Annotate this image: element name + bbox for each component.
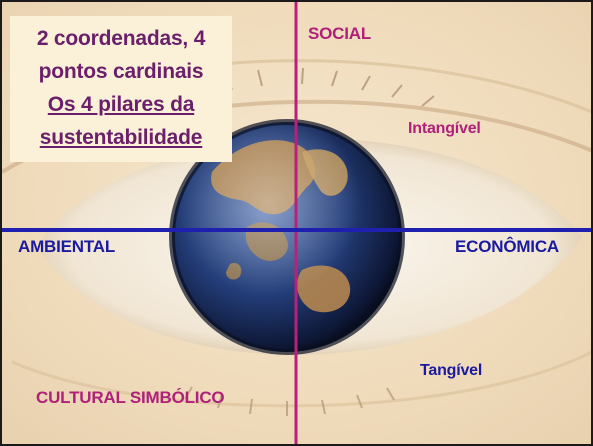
globe-iris <box>169 119 405 355</box>
label-ambiental: AMBIENTAL <box>18 237 116 256</box>
label-cultural: CULTURAL SIMBÓLICO <box>36 388 225 407</box>
eyelashes-bottom <box>184 386 395 416</box>
title-line-2: pontos cardinais <box>38 60 204 83</box>
label-economica: ECONÔMICA <box>455 237 559 256</box>
title-block: 2 coordenadas, 4 pontos cardinais Os 4 p… <box>10 16 232 162</box>
title-line-4: sustentabilidade <box>39 126 203 149</box>
title-line-1: 2 coordenadas, 4 <box>36 27 206 50</box>
label-social: SOCIAL <box>308 24 372 43</box>
label-tangivel: Tangível <box>420 362 483 379</box>
label-intangivel: Intangível <box>408 120 481 137</box>
title-line-3: Os 4 pilares da <box>47 93 195 116</box>
